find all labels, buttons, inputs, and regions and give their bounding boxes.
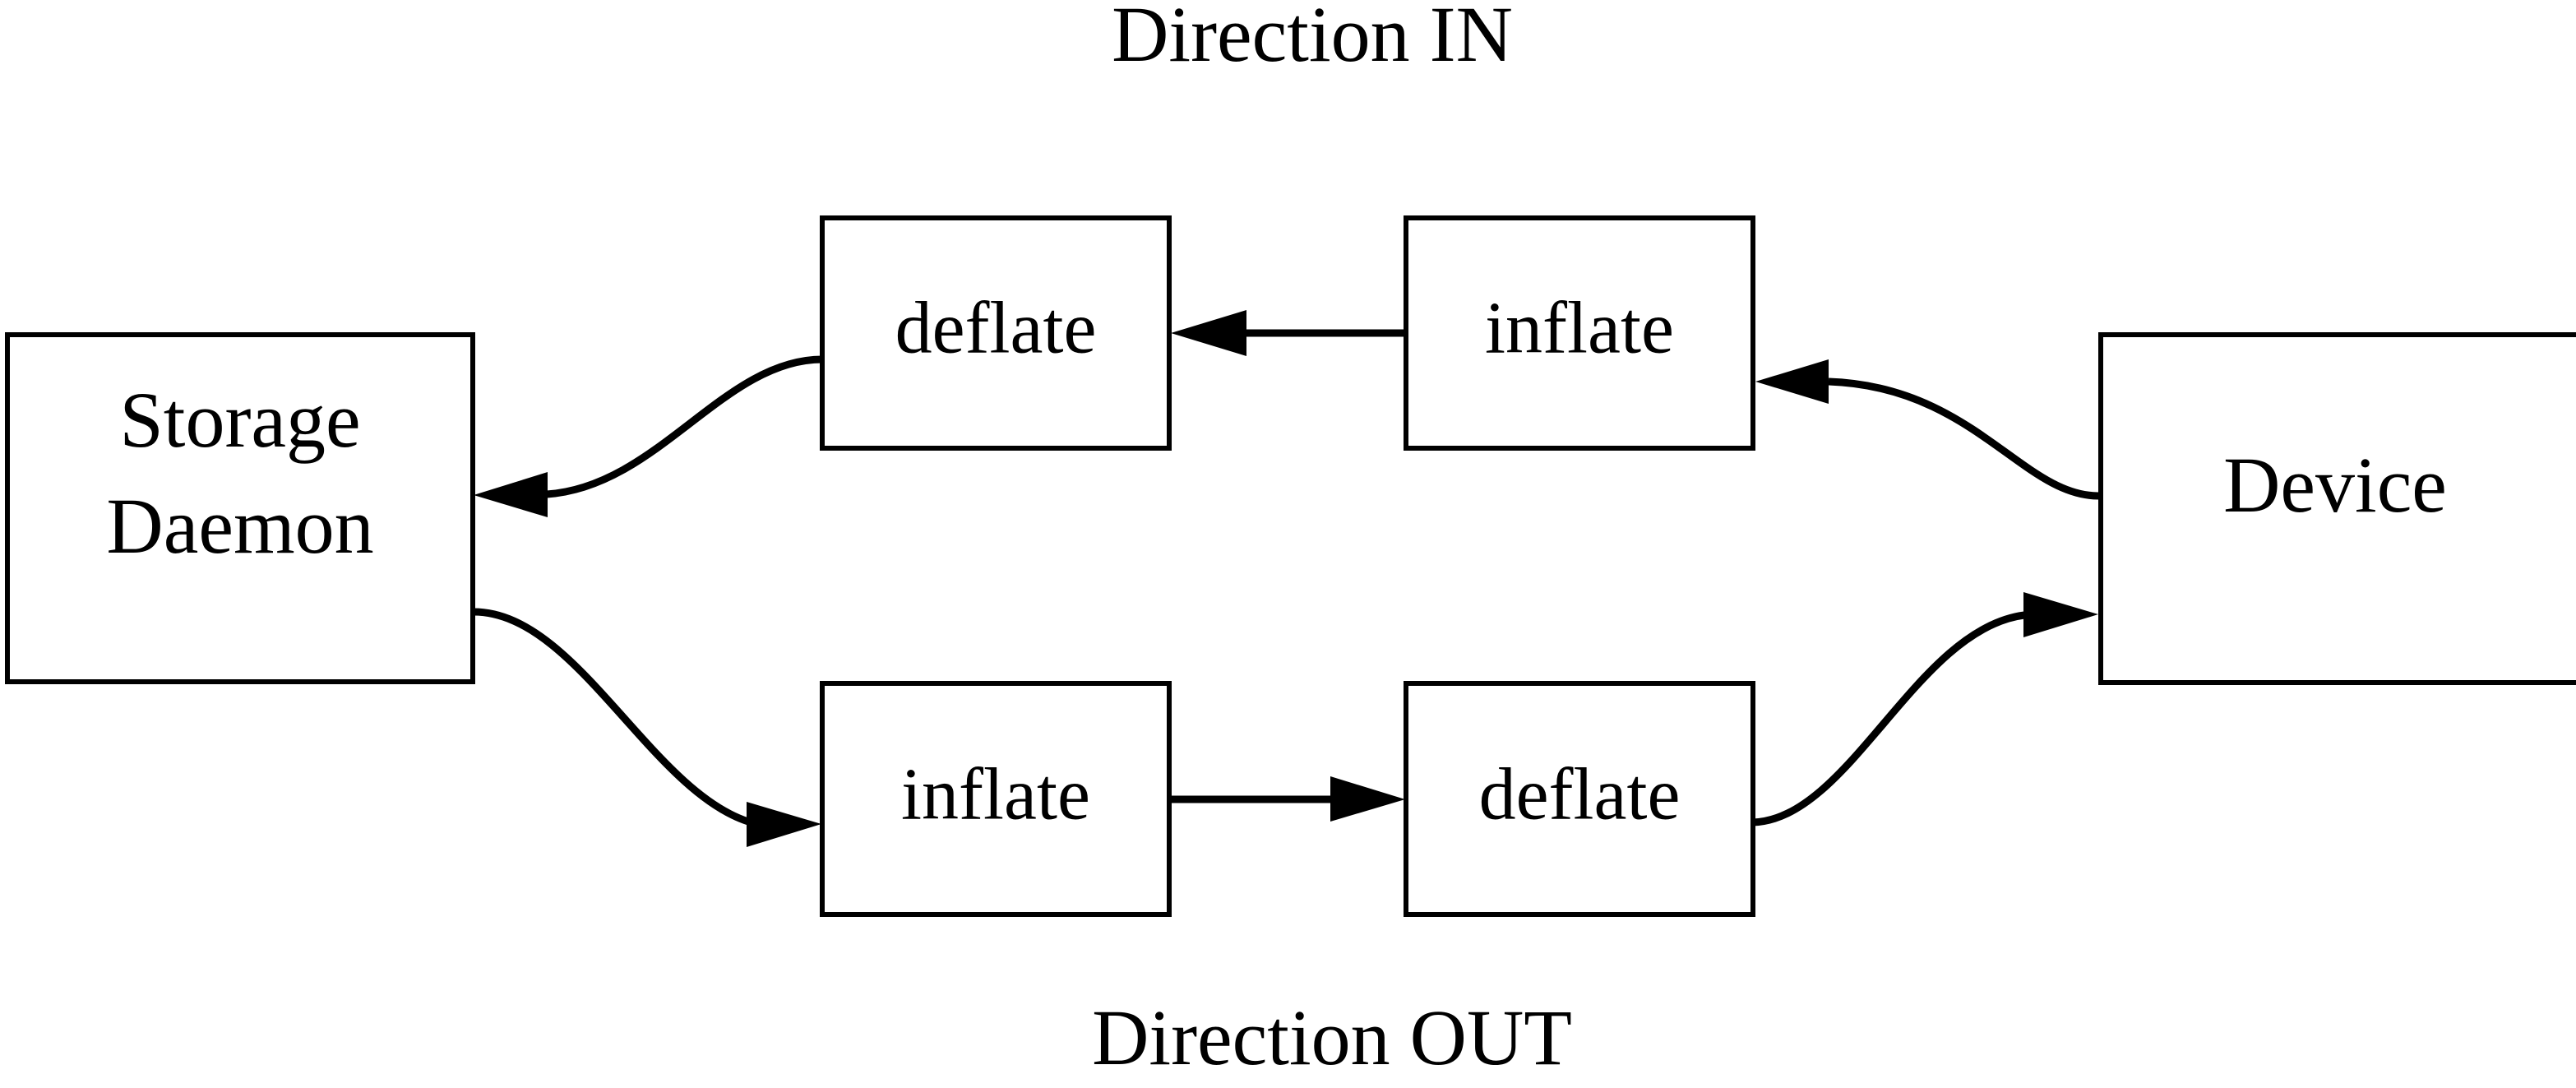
edge-deflate-top-to-storage-path	[546, 355, 823, 498]
node-inflate-bottom-box[interactable]	[820, 681, 1172, 917]
edge-device-to-inflate-top-path	[1828, 377, 2099, 500]
node-inflate-top[interactable]: inflate	[1404, 215, 1755, 451]
edge-inflate-top-to-deflate-top	[1171, 310, 1406, 356]
node-storage-daemon[interactable]: Storage Daemon	[5, 332, 475, 684]
node-storage-daemon-box[interactable]	[5, 332, 475, 684]
edge-device-to-inflate-top-arrowhead	[1755, 359, 1829, 404]
node-storage-daemon-label-line2: Daemon	[106, 482, 373, 570]
edge-deflate-bottom-to-device-arrowhead	[2023, 592, 2098, 637]
edge-storage-to-inflate-bottom	[473, 608, 821, 847]
edge-deflate-bottom-to-device-path	[1752, 611, 2025, 826]
edge-storage-to-inflate-bottom-path	[473, 608, 750, 826]
edge-deflate-top-to-storage-arrowhead	[474, 472, 548, 517]
node-device[interactable]: Device	[2098, 332, 2576, 685]
edge-deflate-bottom-to-device	[1752, 592, 2098, 826]
node-device-box[interactable]	[2098, 332, 2576, 685]
node-deflate-bottom[interactable]: deflate	[1404, 681, 1755, 917]
node-inflate-bottom[interactable]: inflate	[820, 681, 1172, 917]
edge-device-to-inflate-top	[1755, 359, 2099, 500]
node-deflate-top-label: deflate	[895, 288, 1097, 369]
edge-storage-to-inflate-bottom-arrowhead	[747, 802, 821, 847]
caption-direction-in: Direction IN	[1112, 0, 1513, 78]
node-device-label: Device	[2223, 441, 2447, 529]
node-deflate-bottom-box[interactable]	[1404, 681, 1755, 917]
caption-direction-out: Direction OUT	[1092, 993, 1572, 1081]
node-inflate-bottom-label: inflate	[901, 754, 1090, 836]
node-deflate-bottom-label: deflate	[1479, 754, 1681, 836]
node-inflate-top-box[interactable]	[1404, 215, 1755, 451]
node-inflate-top-label: inflate	[1485, 288, 1674, 369]
node-deflate-top-box[interactable]	[820, 215, 1172, 451]
edge-deflate-top-to-storage	[474, 355, 823, 517]
edge-inflate-top-to-deflate-top-arrowhead	[1171, 310, 1246, 356]
edge-inflate-bottom-to-deflate-bottom-arrowhead	[1330, 776, 1405, 822]
edge-inflate-bottom-to-deflate-bottom	[1169, 776, 1405, 822]
node-deflate-top[interactable]: deflate	[820, 215, 1172, 451]
node-storage-daemon-label-line1: Storage	[119, 376, 360, 464]
